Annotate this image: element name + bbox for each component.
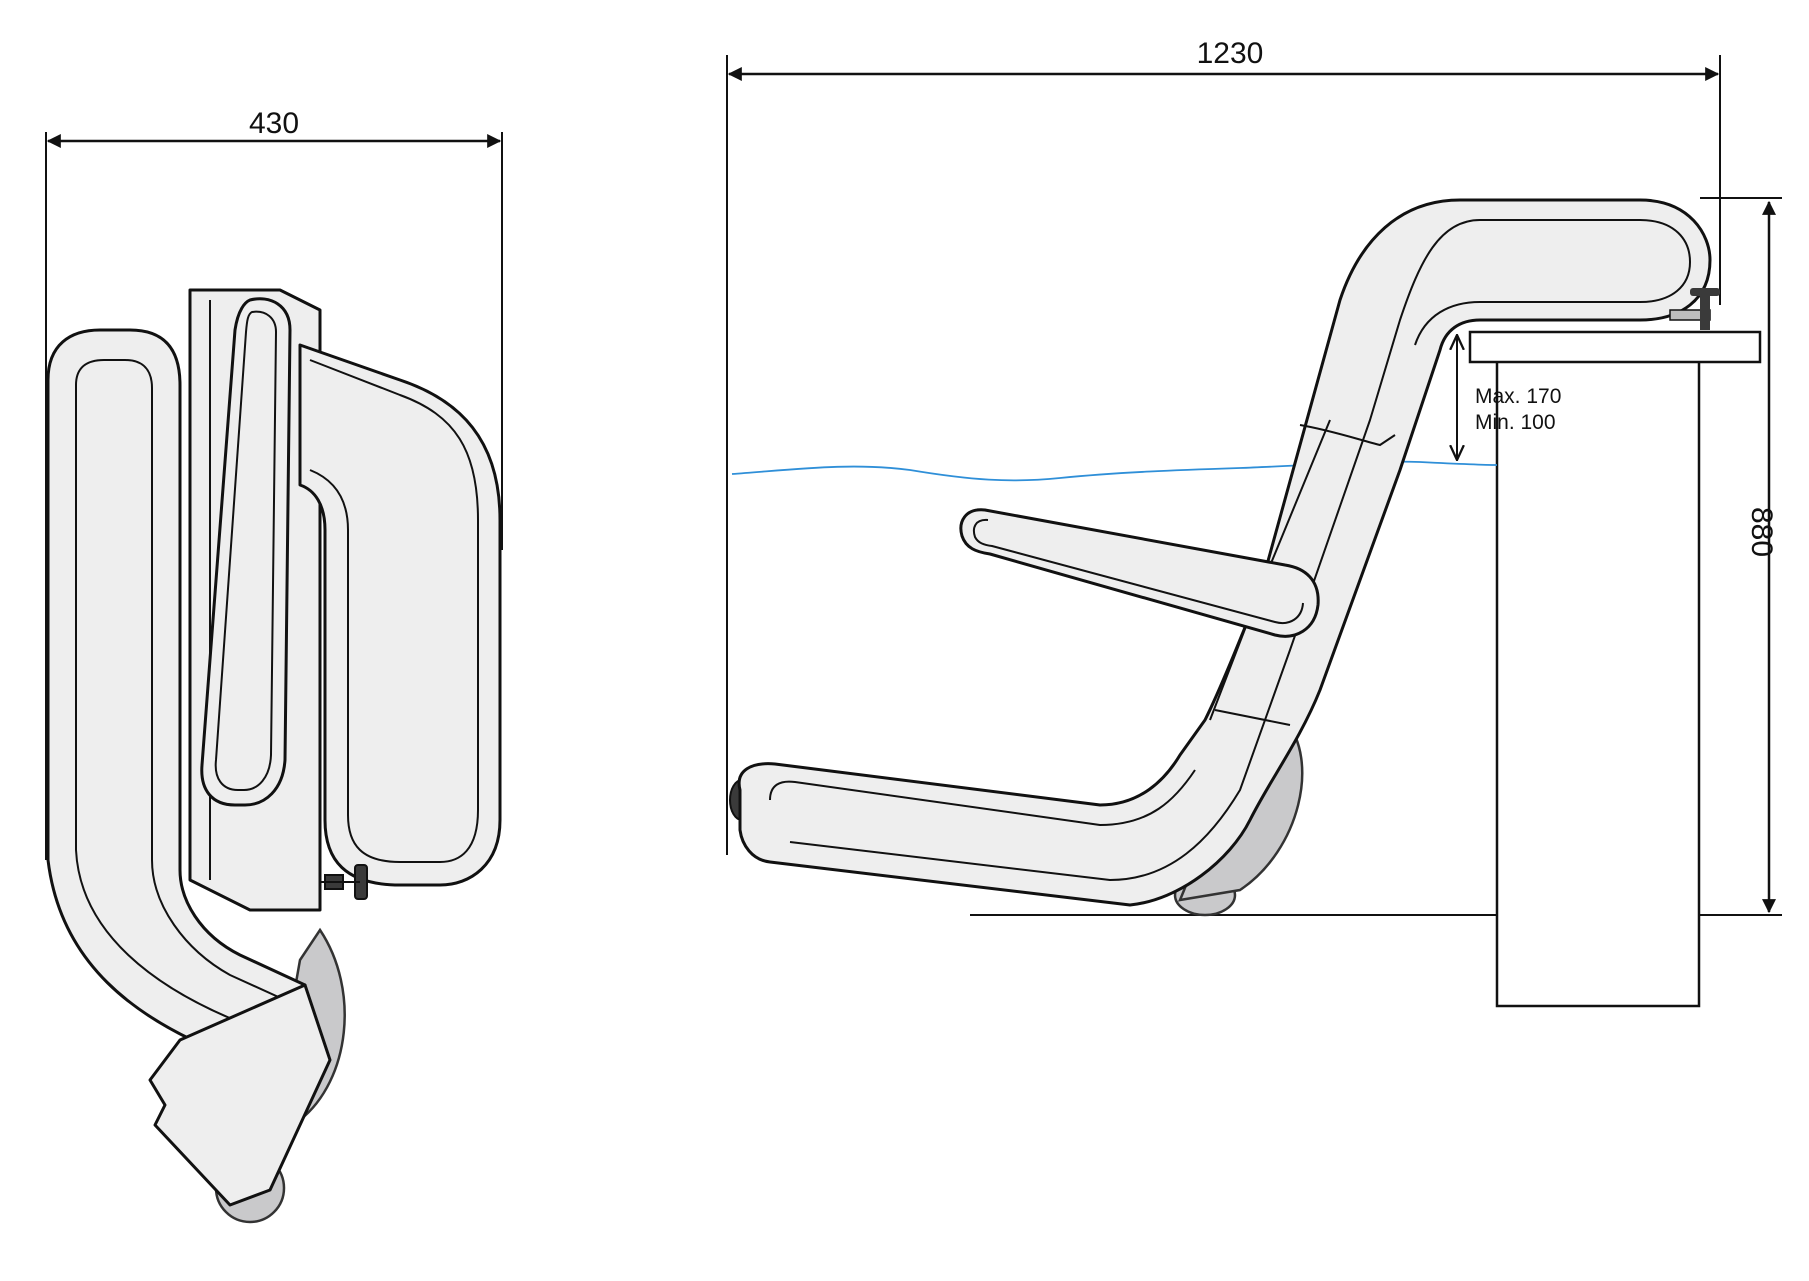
- seat-loop-left: [298, 343, 502, 887]
- clamp-min-label: Min. 100: [1475, 411, 1556, 434]
- clamp-range: Max. 170 Min. 100: [1457, 335, 1561, 460]
- clamp-knob-left: [320, 864, 368, 900]
- footrest-bracket-left: [148, 983, 332, 1207]
- installed-chair-view: 1230 880 Max. 170 Min. 100: [726, 37, 1782, 1008]
- clamp-max-label: Max. 170: [1475, 385, 1561, 408]
- clamp-knob-right: [1669, 288, 1720, 330]
- bathtub-wall: [1495, 350, 1701, 1008]
- backrest-frame-right: [737, 198, 1712, 907]
- folded-chair-view: 430: [45, 107, 503, 1224]
- backrest-frame-left: [46, 328, 307, 1072]
- length-dimension: 1230: [726, 37, 1721, 855]
- height-dimension-label: 880: [1745, 507, 1778, 557]
- width-dimension: 430: [45, 107, 503, 860]
- armrest-right: [959, 508, 1320, 638]
- width-dimension-label: 430: [249, 107, 299, 140]
- bathtub-rim: [1468, 330, 1762, 364]
- armrest-left: [200, 297, 292, 807]
- length-dimension-label: 1230: [1197, 37, 1264, 70]
- water-line: [731, 460, 1498, 482]
